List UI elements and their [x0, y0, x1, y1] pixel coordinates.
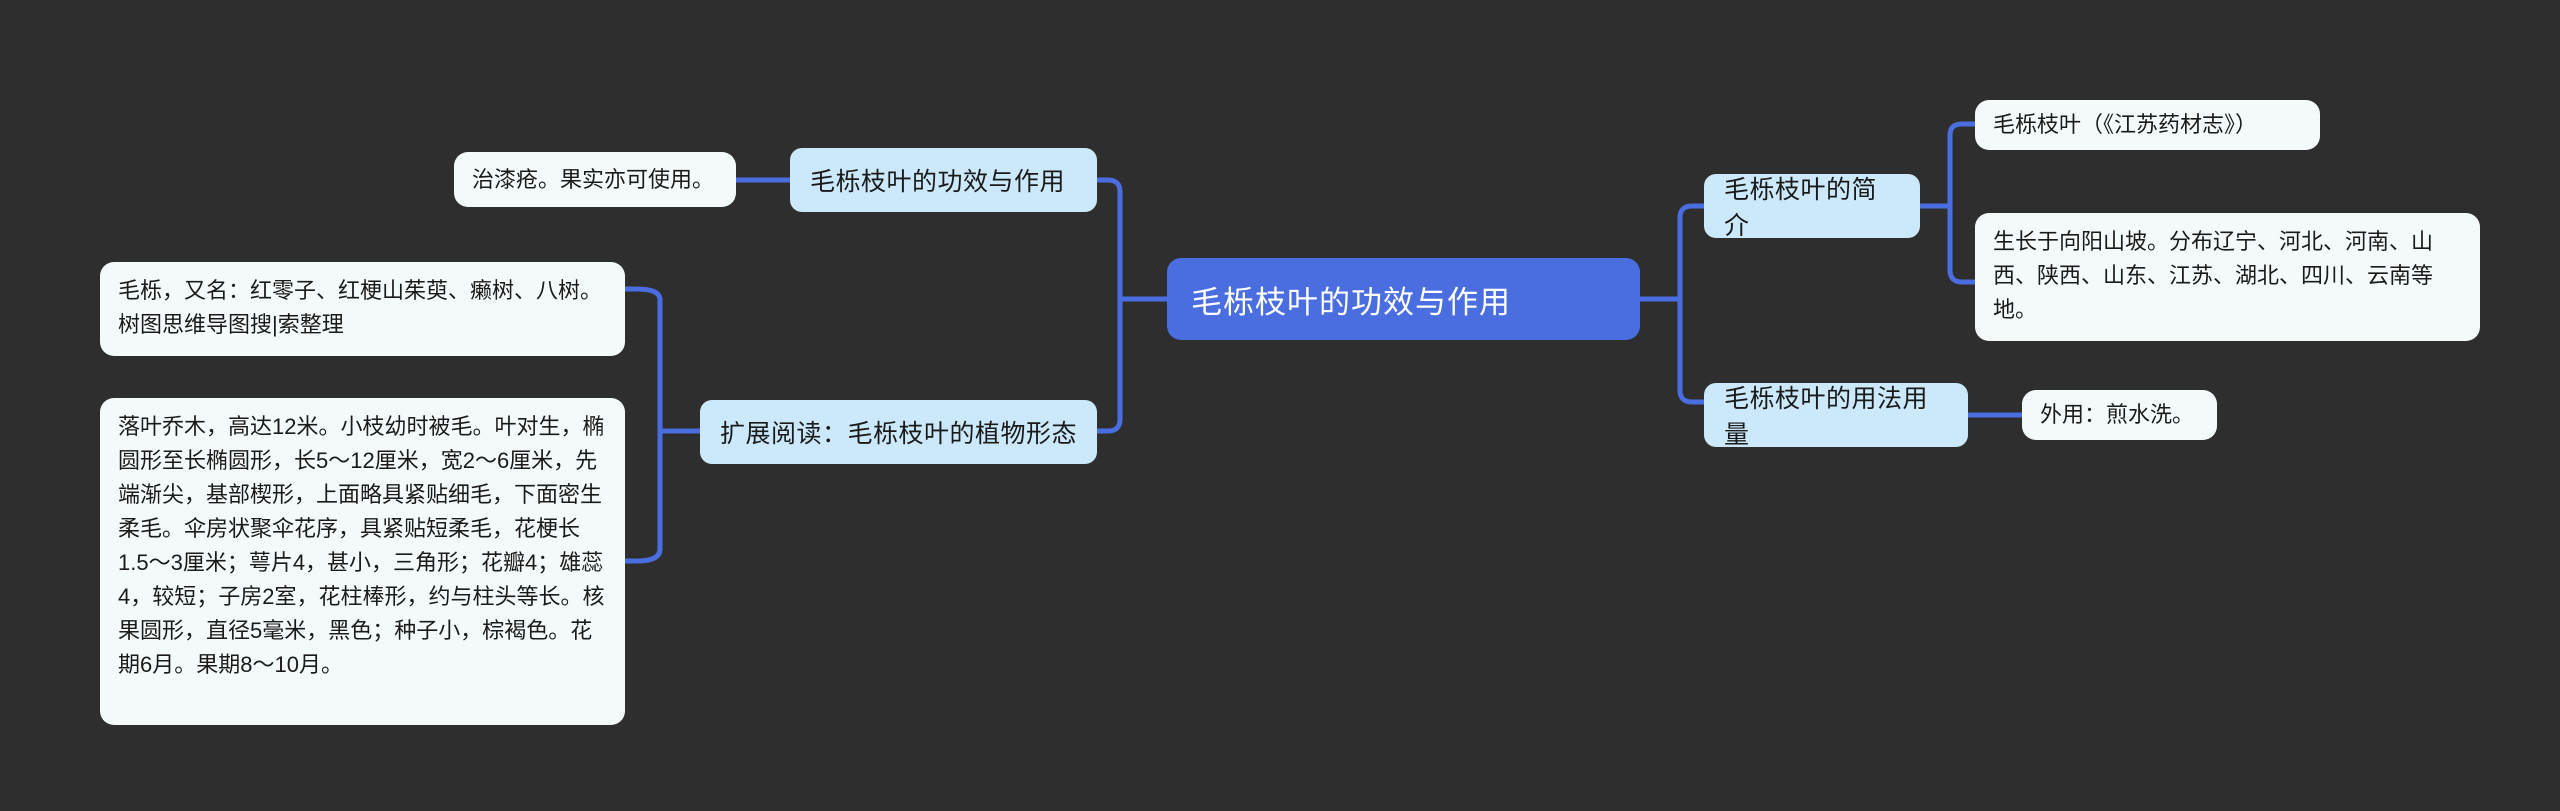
link-left-b2-leaf-2 — [622, 546, 663, 564]
branch-node-right-2[interactable]: 毛栎枝叶的用法用量 — [1704, 383, 1968, 449]
leaf-node-right-1-2-label: 生长于向阳山坡。分布辽宁、河北、河南、山西、陕西、山东、江苏、湖北、四川、云南等… — [1993, 229, 2434, 322]
link-right-b1-leaf-1 — [1947, 121, 1978, 138]
leaf-node-left-1-1[interactable]: 治漆疮。果实亦可使用。 — [454, 152, 736, 207]
leaf-node-right-2-1-label: 外用：煎水洗。 — [2040, 402, 2195, 427]
link-left-branch-2 — [1094, 416, 1123, 434]
root-node-label: 毛栎枝叶的功效与作用 — [1191, 284, 1511, 320]
link-right-branch-1 — [1677, 203, 1707, 221]
root-node[interactable]: 毛栎枝叶的功效与作用 — [1167, 258, 1640, 340]
branch-node-left-1-label: 毛栎枝叶的功效与作用 — [810, 168, 1066, 196]
leaf-node-right-1-1-label: 毛栎枝叶（《江苏药材志》） — [1993, 112, 2258, 137]
leaf-node-left-2-2[interactable]: 落叶乔木，高达12米。小枝幼时被毛。叶对生，椭圆形至长椭圆形，长5～12厘米，宽… — [100, 398, 625, 725]
link-left-branch-1 — [1094, 177, 1123, 195]
branch-node-right-2-label: 毛栎枝叶的用法用量 — [1724, 385, 1929, 449]
leaf-node-left-1-1-label: 治漆疮。果实亦可使用。 — [472, 166, 715, 192]
branch-node-left-2[interactable]: 扩展阅读：毛栎枝叶的植物形态 — [700, 400, 1097, 464]
branch-node-right-1-label: 毛栎枝叶的简介 — [1724, 176, 1878, 240]
leaf-node-right-1-2[interactable]: 生长于向阳山坡。分布辽宁、河北、河南、山西、陕西、山东、江苏、湖北、四川、云南等… — [1975, 213, 2480, 341]
branch-node-right-1[interactable]: 毛栎枝叶的简介 — [1704, 174, 1920, 240]
leaf-node-left-2-1[interactable]: 毛栎，又名：红零子、红梗山茱萸、癞树、八树。树图思维导图搜|索整理 — [100, 262, 625, 356]
branch-node-left-1[interactable]: 毛栎枝叶的功效与作用 — [790, 148, 1097, 212]
leaf-node-left-2-2-label: 落叶乔木，高达12米。小枝幼时被毛。叶对生，椭圆形至长椭圆形，长5～12厘米，宽… — [118, 414, 605, 677]
link-right-branch-2 — [1677, 387, 1707, 405]
leaf-node-right-2-1[interactable]: 外用：煎水洗。 — [2022, 390, 2217, 440]
link-left-b2-leaf-1 — [622, 286, 663, 303]
link-right-b1-leaf-2 — [1947, 267, 1978, 285]
leaf-node-left-2-1-label: 毛栎，又名：红零子、红梗山茱萸、癞树、八树。树图思维导图搜|索整理 — [118, 278, 603, 337]
branch-node-left-2-label: 扩展阅读：毛栎枝叶的植物形态 — [720, 420, 1078, 448]
leaf-node-right-1-1[interactable]: 毛栎枝叶（《江苏药材志》） — [1975, 100, 2320, 150]
